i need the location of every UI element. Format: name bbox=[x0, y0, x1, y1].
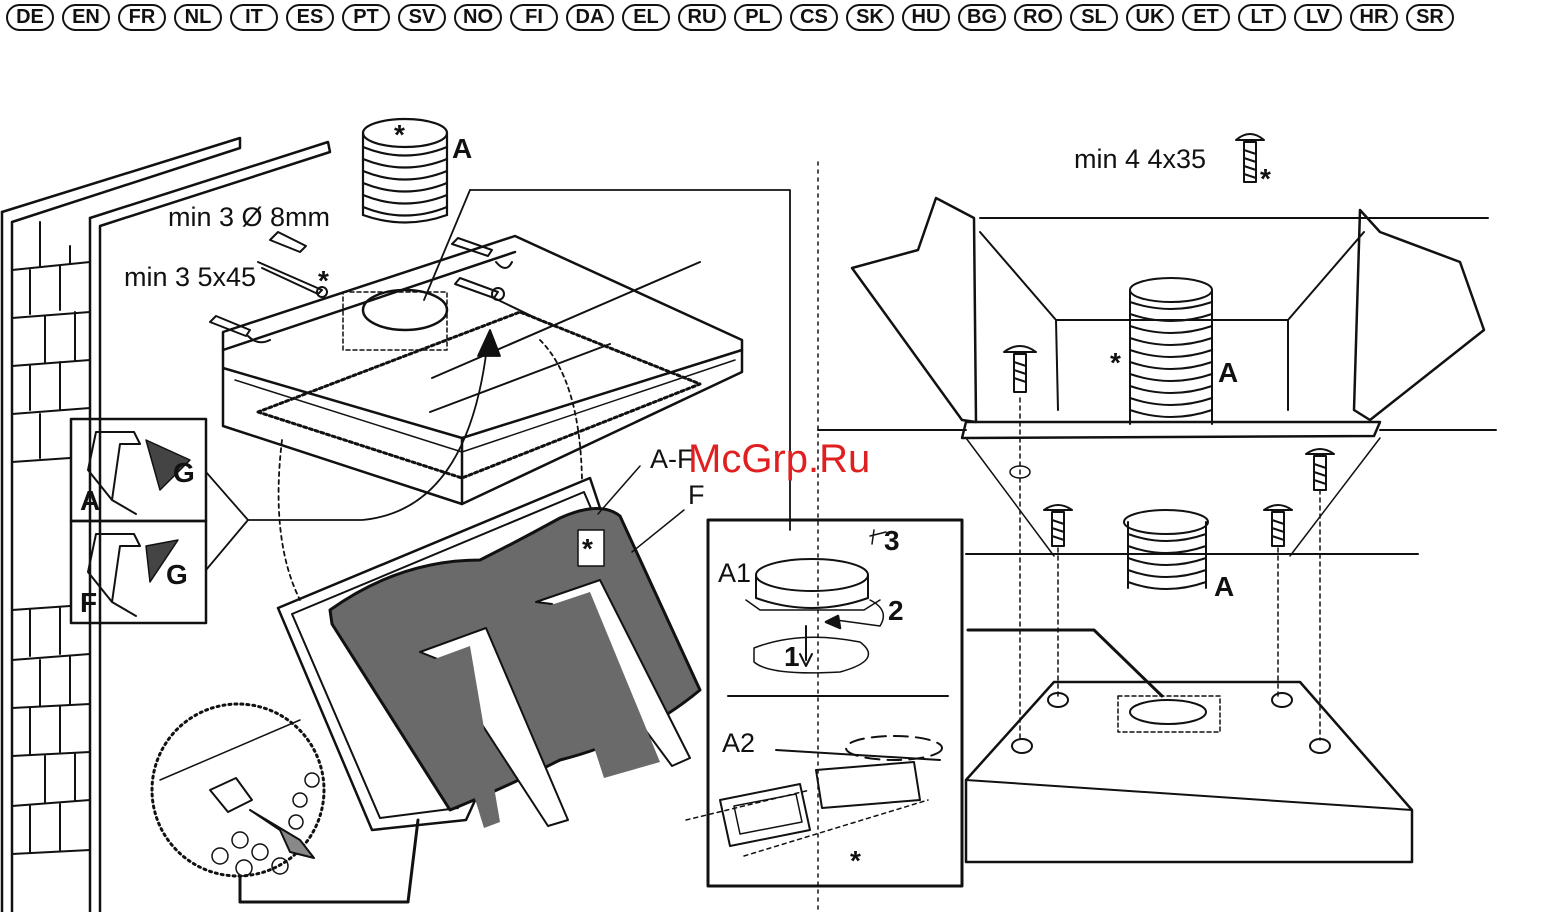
label-a-detail: A bbox=[80, 485, 100, 516]
watermark: McGrp.Ru bbox=[688, 437, 870, 481]
label-f-filter: F bbox=[688, 480, 705, 510]
grease-filter bbox=[278, 478, 700, 830]
label-a-duct-right: A bbox=[1218, 357, 1238, 388]
hood-right bbox=[966, 630, 1412, 862]
label-min3-8mm: min 3 Ø 8mm bbox=[168, 202, 330, 232]
label-min4-4x35: min 4 4x35 bbox=[1074, 144, 1206, 174]
label-g-detail-f: G bbox=[166, 559, 188, 590]
dowels-left bbox=[258, 232, 327, 297]
duct-a-right bbox=[1130, 278, 1212, 424]
label-a2: A2 bbox=[722, 728, 755, 758]
label-a-f: A-F bbox=[650, 444, 694, 474]
label-min3-5x45: min 3 5x45 bbox=[124, 262, 256, 292]
duct-a-lower bbox=[1124, 510, 1208, 589]
star-mark-duct-right: * bbox=[1110, 347, 1121, 378]
screws-right bbox=[1004, 346, 1334, 546]
upper-cabinet bbox=[818, 198, 1496, 438]
star-mark-duct: * bbox=[394, 119, 405, 150]
step-3: 3 bbox=[884, 525, 900, 556]
mount-arrows bbox=[206, 190, 790, 600]
label-a-duct-top: A bbox=[452, 133, 472, 164]
label-a1: A1 bbox=[718, 558, 751, 588]
label-a-duct-lower: A bbox=[1214, 571, 1234, 602]
filter-latch-detail bbox=[152, 704, 324, 876]
step-2: 2 bbox=[888, 595, 904, 626]
duct-a-top bbox=[363, 119, 447, 223]
label-g-detail-a: G bbox=[173, 457, 195, 488]
mount-guides bbox=[966, 398, 1418, 740]
step-1: 1 bbox=[784, 641, 800, 672]
wall bbox=[2, 138, 330, 912]
label-f-detail: F bbox=[80, 587, 97, 618]
star-mark-screws: * bbox=[318, 265, 329, 296]
star-mark-filter: * bbox=[582, 533, 593, 564]
star-mark-screw-top: * bbox=[1260, 163, 1271, 194]
star-mark-a2: * bbox=[850, 845, 861, 876]
